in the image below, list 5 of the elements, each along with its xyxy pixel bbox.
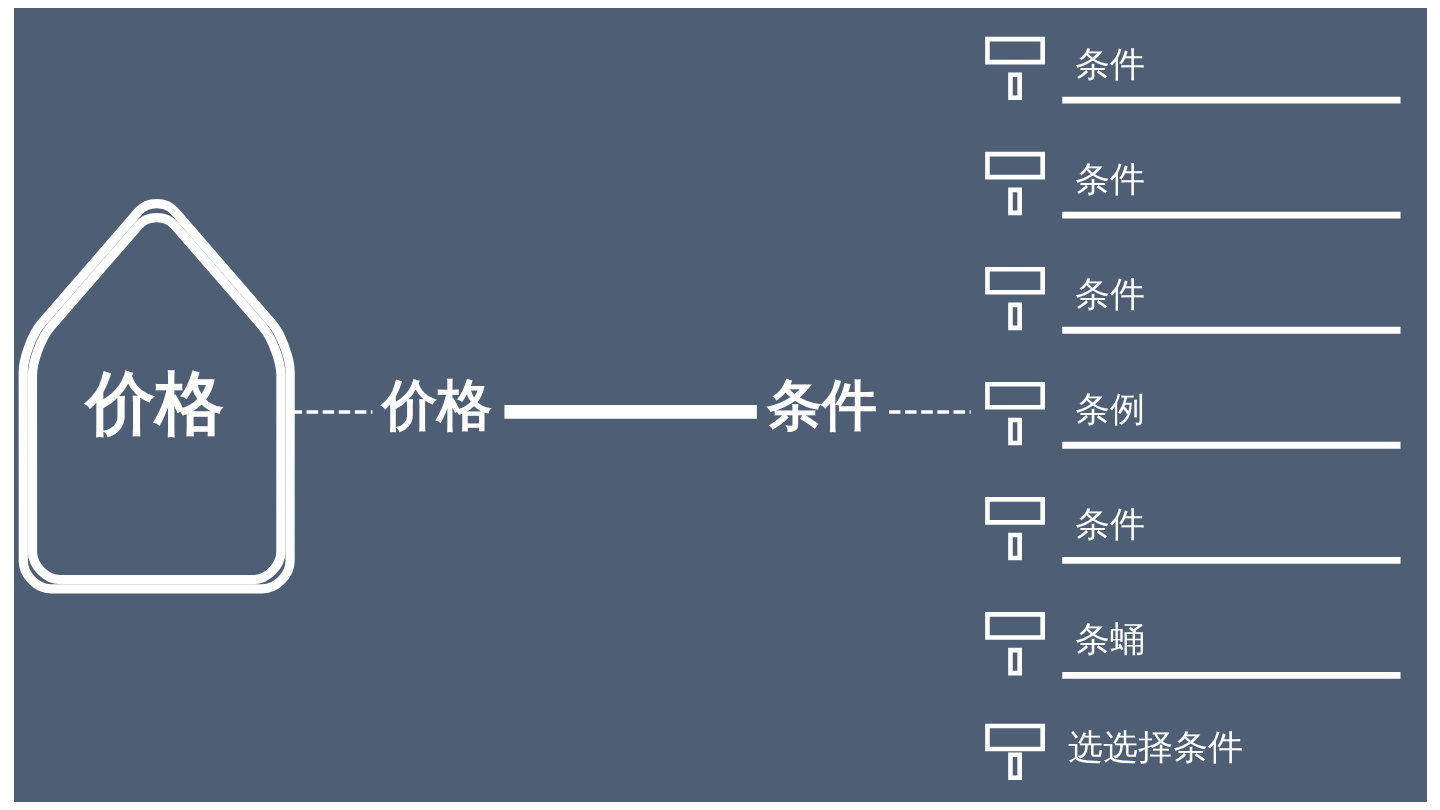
node-label: 选选择条件 <box>1067 727 1243 768</box>
connector <box>888 410 971 414</box>
node-text: 条件 <box>766 372 877 437</box>
node-text: 价格 <box>381 372 492 437</box>
connector <box>503 405 757 419</box>
